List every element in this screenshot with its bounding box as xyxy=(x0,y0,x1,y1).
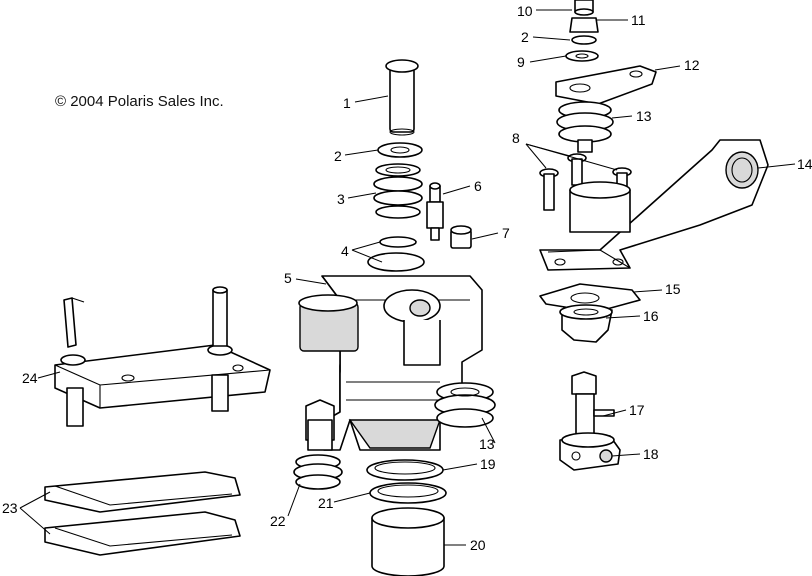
part-17-shaft xyxy=(571,371,615,443)
callout-10: 10 xyxy=(517,3,533,19)
callout-22: 22 xyxy=(270,513,286,529)
part-24-mounting-bracket xyxy=(54,286,271,427)
callout-13-upper: 13 xyxy=(636,108,652,124)
callout-8: 8 xyxy=(512,130,520,146)
callout-labels: 1 2 3 4 5 6 7 8 9 10 11 2 12 13 14 15 16… xyxy=(2,3,812,553)
part-13-boot-lower xyxy=(434,382,496,428)
part-2-washer-upper xyxy=(571,35,597,45)
part-22-guide-pin xyxy=(293,399,343,490)
callout-20: 20 xyxy=(470,537,486,553)
part-19-seal xyxy=(366,459,444,481)
part-23-brake-pads xyxy=(44,471,241,556)
callout-24: 24 xyxy=(22,370,38,386)
callout-1: 1 xyxy=(343,95,351,111)
callout-5: 5 xyxy=(284,270,292,286)
callout-13-lower: 13 xyxy=(479,436,495,452)
callout-15: 15 xyxy=(665,281,681,297)
part-6-bleeder-screw xyxy=(426,182,444,241)
part-15-gasket xyxy=(539,283,641,313)
part-16-bushing xyxy=(559,304,613,343)
copyright-notice: © 2004 Polaris Sales Inc. xyxy=(55,93,224,110)
part-2-washer xyxy=(377,142,423,158)
callout-2: 2 xyxy=(334,148,342,164)
part-12-torque-link xyxy=(555,65,657,105)
part-18-lever xyxy=(559,432,621,471)
part-13-boot-upper xyxy=(556,101,614,153)
callout-18: 18 xyxy=(643,446,659,462)
part-9-spacer xyxy=(565,50,599,62)
callout-14: 14 xyxy=(797,156,812,172)
callout-9: 9 xyxy=(517,54,525,70)
part-7-cap xyxy=(450,225,472,249)
part-1-pin xyxy=(385,59,419,136)
callout-12: 12 xyxy=(684,57,700,73)
callout-17: 17 xyxy=(629,402,645,418)
callout-3: 3 xyxy=(337,191,345,207)
callout-2-upper: 2 xyxy=(521,29,529,45)
callout-4: 4 xyxy=(341,243,349,259)
part-20-piston xyxy=(371,507,445,576)
callout-6: 6 xyxy=(474,178,482,194)
part-14-support-arm xyxy=(539,139,769,271)
callout-21: 21 xyxy=(318,495,334,511)
callout-7: 7 xyxy=(502,225,510,241)
part-11-nut xyxy=(569,17,599,33)
callout-11: 11 xyxy=(631,12,646,28)
part-3-spring xyxy=(373,163,423,219)
part-10-bolt xyxy=(574,0,594,16)
callout-16: 16 xyxy=(643,308,659,324)
callout-23: 23 xyxy=(2,500,18,516)
part-21-seal xyxy=(369,482,447,504)
callout-19: 19 xyxy=(480,456,496,472)
leader-lines xyxy=(19,9,796,546)
